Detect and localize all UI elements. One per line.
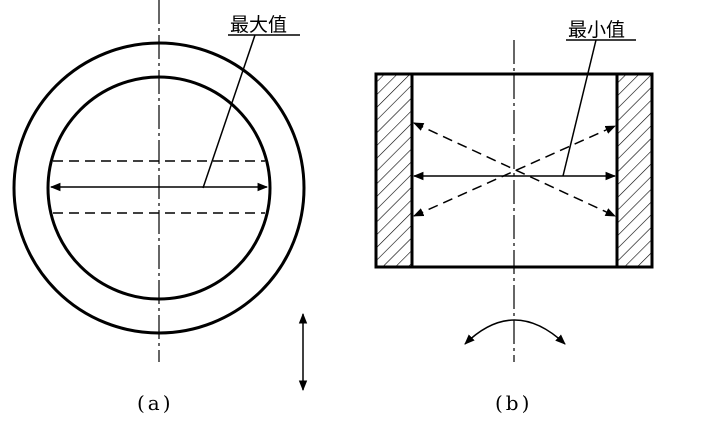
caption-b: (b) [495, 391, 532, 415]
caption-a: (a) [137, 391, 174, 415]
diagonal-dashed-arrow-2 [413, 125, 616, 217]
leader-line-a [202, 34, 256, 189]
figure-a: 最大值 (a) [12, 0, 308, 415]
rotation-arc-arrow [464, 319, 566, 345]
figure-b: 最小值 (b) [374, 19, 654, 415]
left-wall-hatched [377, 75, 412, 266]
right-wall-hatched [617, 75, 651, 266]
annotation-min: 最小值 [568, 19, 625, 41]
leader-line-b [562, 39, 597, 177]
annotation-max: 最大值 [230, 14, 287, 36]
